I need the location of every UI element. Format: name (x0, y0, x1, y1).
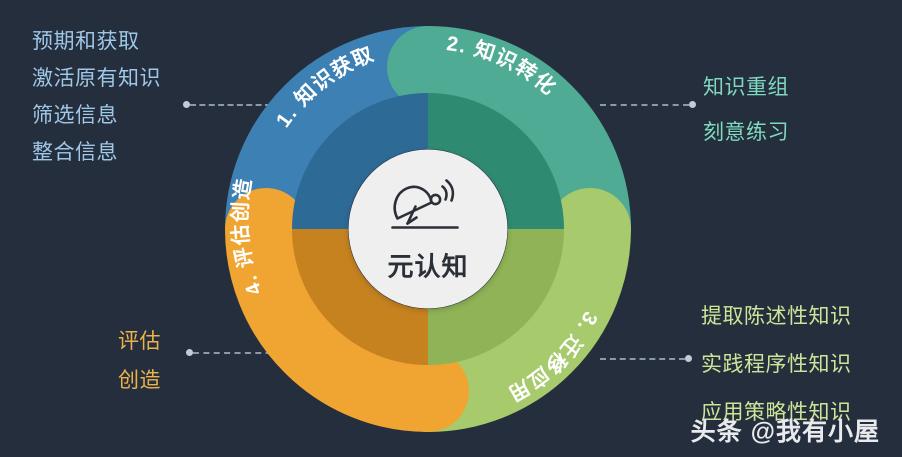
donut-svg: 1. 知识获取 2. 知识转化 3. 迁移应用 4. 评估创造 (225, 26, 631, 432)
callout-bottom-right: 提取陈述性知识 实践程序性知识 应用策略性知识 (701, 306, 852, 450)
connector-knob-icon (183, 101, 190, 108)
connector-dashed-line (600, 357, 685, 360)
inner-arc-evaluation-creation (292, 228, 429, 365)
center-hub: 元认知 (348, 149, 508, 309)
outer-ring (225, 26, 631, 432)
connector-top-left (183, 100, 271, 109)
callout-line: 整合信息 (32, 141, 118, 164)
satellite-dish-icon (385, 177, 471, 241)
connector-dashed-line (193, 351, 282, 354)
callout-line: 预期和获取 (32, 30, 140, 53)
connector-knob-icon (689, 101, 696, 108)
connector-bottom-right (600, 354, 692, 363)
callout-top-right: 知识重组 刻意练习 (703, 77, 789, 167)
callout-bottom-left: 评估 创造 (118, 331, 161, 409)
cycle-donut-chart: 1. 知识获取 2. 知识转化 3. 迁移应用 4. 评估创造 (211, 12, 645, 446)
connector-knob-icon (685, 355, 692, 362)
connector-bottom-left (186, 348, 282, 357)
segment-arc-evaluation-creation (225, 188, 469, 432)
callout-line: 筛选信息 (32, 104, 118, 127)
connector-knob-icon (186, 349, 193, 356)
callout-top-left: 预期和获取 激活原有知识 筛选信息 整合信息 (32, 31, 161, 179)
inner-arc-transfer-application (427, 228, 564, 365)
callout-line: 激活原有知识 (32, 67, 161, 90)
center-hub-label: 元认知 (387, 251, 469, 281)
connector-dashed-line (600, 103, 689, 106)
connector-dashed-line (190, 103, 271, 106)
callout-line: 实践程序性知识 (701, 353, 852, 376)
callout-line: 知识重组 (703, 76, 789, 99)
callout-line: 应用策略性知识 (701, 401, 852, 424)
watermark: 头条 @我有小屋 (690, 418, 880, 446)
inner-ring (292, 93, 564, 365)
inner-arc-knowledge-transformation (427, 93, 564, 230)
callout-line: 刻意练习 (703, 121, 789, 144)
callout-line: 提取陈述性知识 (701, 305, 852, 328)
connector-top-right (600, 100, 696, 109)
callout-line: 评估 (118, 330, 161, 353)
callout-line: 创造 (118, 369, 161, 392)
inner-arc-knowledge-acquisition (292, 93, 429, 230)
